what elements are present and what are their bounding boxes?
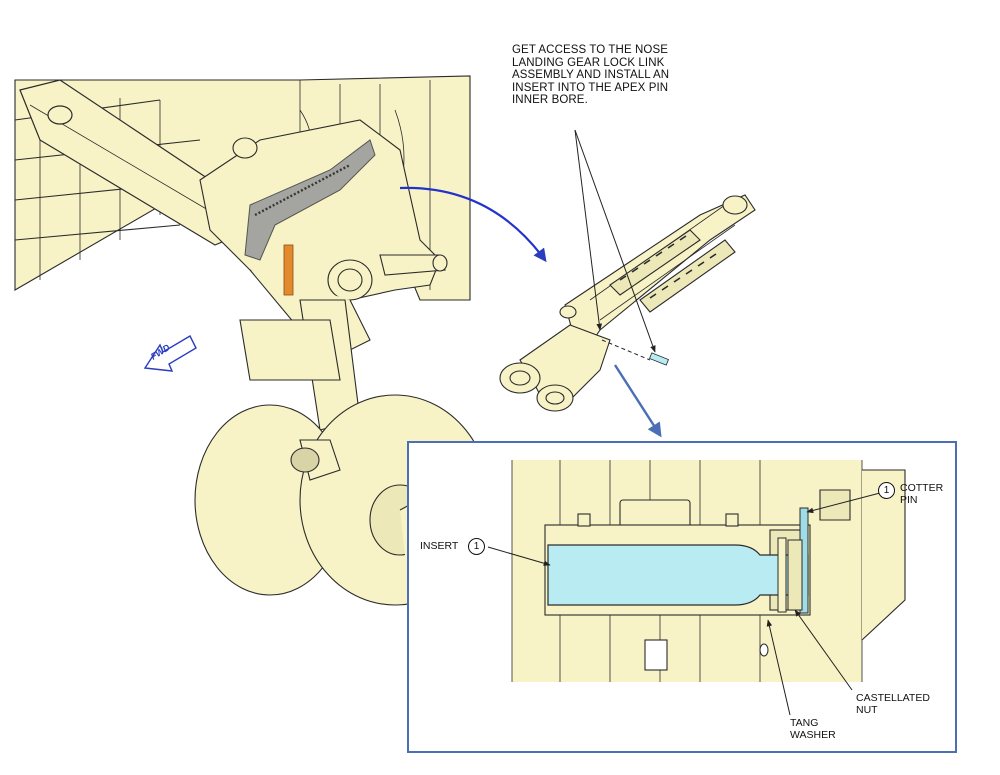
cotter-pin-ref-number: 1 xyxy=(878,482,895,499)
castellated-nut-label-line-1: CASTELLATED xyxy=(856,692,930,704)
callout-leaders xyxy=(574,129,656,353)
cotter-pin-label-line-1: COTTER xyxy=(900,482,944,494)
exploded-insert-path xyxy=(601,339,651,361)
exploded-lock-link xyxy=(499,194,756,412)
insert-ref-number: 1 xyxy=(468,538,485,555)
arrow-to-detail xyxy=(613,364,662,438)
callout-line-2: LANDING GEAR LOCK LINK xyxy=(512,56,665,69)
tang-washer-label-line-2: WASHER xyxy=(790,728,836,741)
flow-arrow-to-exploded xyxy=(399,186,547,263)
insert-label: INSERT xyxy=(420,540,459,552)
castellated-nut-label-line-2: NUT xyxy=(856,703,878,716)
callout-line-1: GET ACCESS TO THE NOSE xyxy=(512,44,669,56)
callout-line-5: INNER BORE. xyxy=(512,94,588,106)
exploded-insert xyxy=(649,352,669,366)
lock-link-highlight xyxy=(244,139,376,261)
tang-washer-label-line-1: TANG xyxy=(790,717,819,729)
detail-leaders xyxy=(487,492,881,716)
tang-washer-label: TANG WASHER xyxy=(790,717,836,741)
callout-line-4: INSERT INTO THE APEX PIN xyxy=(512,81,669,94)
detail-tang-washer xyxy=(777,537,787,613)
cotter-pin-label: COTTER PIN xyxy=(900,482,944,506)
detail-castellated-nut xyxy=(787,539,803,611)
callout-line-3: ASSEMBLY AND INSTALL AN xyxy=(512,69,670,81)
cotter-pin-label-line-2: PIN xyxy=(900,493,918,506)
fwd-direction-arrow xyxy=(143,335,197,372)
instruction-callout: GET ACCESS TO THE NOSE LANDING GEAR LOCK… xyxy=(512,44,772,107)
castellated-nut-label: CASTELLATED NUT xyxy=(856,692,930,716)
apex-pin-highlight xyxy=(283,244,294,296)
